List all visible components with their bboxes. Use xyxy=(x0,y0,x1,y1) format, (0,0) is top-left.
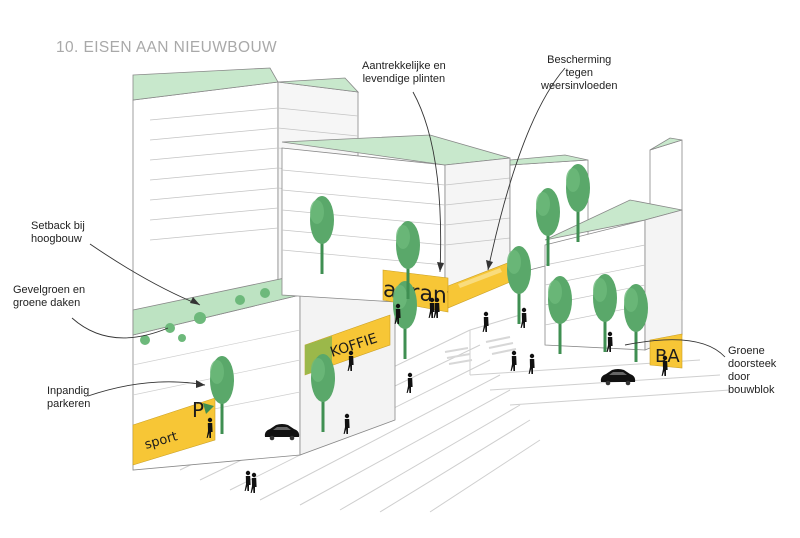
car-icon xyxy=(600,369,636,386)
annotation-leaders xyxy=(71,67,726,397)
sport-sign: sport P xyxy=(132,397,216,466)
page-title: 10. EISEN AAN NIEUWBOUW xyxy=(56,39,278,56)
leader-plinten xyxy=(412,91,442,273)
pedestrian-icon xyxy=(250,472,257,493)
pedestrian-icon xyxy=(482,311,489,332)
pedestrian-icon xyxy=(510,350,517,371)
bar-sign-text: BA xyxy=(655,346,680,367)
crosswalk xyxy=(444,336,517,365)
leader-doorsteek xyxy=(624,339,726,358)
annotation-arrowheads xyxy=(190,260,493,388)
parking-sign-text: P xyxy=(192,398,204,422)
cyclist-icon xyxy=(520,307,527,328)
annotation-plinten-text: Aantrekkelijke en levendige plinten xyxy=(362,60,446,85)
bar-sign: BA xyxy=(649,333,683,369)
pedestrian-icon xyxy=(406,372,413,393)
central-floor-lines xyxy=(281,169,511,266)
annotation-bescherming: Bescherming tegen weersinvloeden xyxy=(541,54,617,93)
annotation-plinten: Aantrekkelijke en levendige plinten xyxy=(362,60,446,86)
annotation-parkeren: Inpandig parkeren xyxy=(47,385,90,411)
annotation-doorsteek-text: Groene doorsteek door bouwblok xyxy=(728,345,777,396)
leader-parkeren xyxy=(87,381,206,397)
annotation-gevelgroen-text: Gevelgroen en groene daken xyxy=(13,284,86,309)
parking-arrow-icon xyxy=(203,403,214,414)
leader-bescherming xyxy=(487,67,566,271)
annotation-bescherming-text: Bescherming tegen weersinvloeden xyxy=(541,54,618,92)
tree-icon xyxy=(507,246,531,324)
annotation-parkeren-text: Inpandig parkeren xyxy=(47,385,91,410)
leader-setback xyxy=(89,243,201,306)
leader-gevelgroen xyxy=(71,317,169,339)
annotation-gevelgroen: Gevelgroen en groene daken xyxy=(13,284,85,310)
annotation-setback-text: Setback bij hoogbouw xyxy=(31,220,85,245)
annotation-doorsteek: Groene doorsteek door bouwblok xyxy=(728,345,800,397)
annotation-setback: Setback bij hoogbouw xyxy=(31,220,85,246)
pedestrian-icon xyxy=(244,470,251,491)
